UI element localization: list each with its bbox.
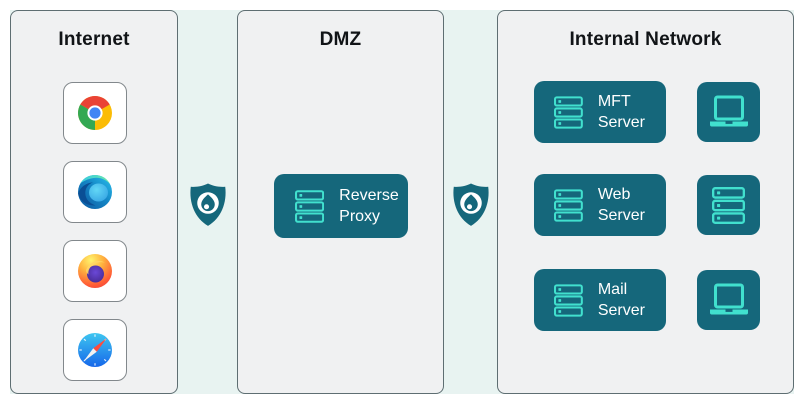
browser-tile-firefox <box>63 240 127 302</box>
mft-server-node: MFT Server <box>534 81 666 143</box>
web-server-node: Web Server <box>534 174 666 236</box>
client-device-node <box>697 82 760 142</box>
laptop-icon <box>708 95 749 128</box>
zone-internet-title: Internet <box>58 29 130 50</box>
reverse-proxy-node: Reverse Proxy <box>274 174 408 238</box>
zone-dmz-title: DMZ <box>319 29 362 50</box>
laptop-icon <box>708 283 749 316</box>
zone-internal-title: Internal Network <box>569 29 722 50</box>
server-stack-icon <box>554 188 583 222</box>
firewall-shield-icon <box>190 183 226 226</box>
mail-server-node: Mail Server <box>534 269 666 331</box>
edge-icon <box>78 175 112 209</box>
reverse-proxy-label: Reverse Proxy <box>339 187 399 225</box>
zone-internal-network: Internal Network MFT Server Web Server M <box>497 10 794 394</box>
mail-server-label: Mail Server <box>597 281 645 319</box>
safari-icon <box>78 333 112 367</box>
browser-tile-chrome <box>63 82 127 144</box>
server-stack-icon <box>554 283 583 317</box>
network-diagram: Internet <box>10 10 794 394</box>
server-stack-icon <box>554 95 583 129</box>
browser-tile-safari <box>63 319 127 381</box>
server-stack-icon <box>295 189 325 223</box>
mft-server-label: MFT Server <box>597 93 645 131</box>
server-stack-icon <box>712 186 745 224</box>
zone-dmz: DMZ Reverse Proxy <box>237 10 444 394</box>
server-device-node <box>697 175 760 235</box>
firewall-shield-icon <box>453 183 489 226</box>
browser-tile-edge <box>63 161 127 223</box>
chrome-icon <box>78 96 112 130</box>
web-server-label: Web Server <box>597 186 645 224</box>
client-device-node <box>697 270 760 330</box>
zone-internet: Internet <box>10 10 178 394</box>
firefox-icon <box>78 254 112 288</box>
